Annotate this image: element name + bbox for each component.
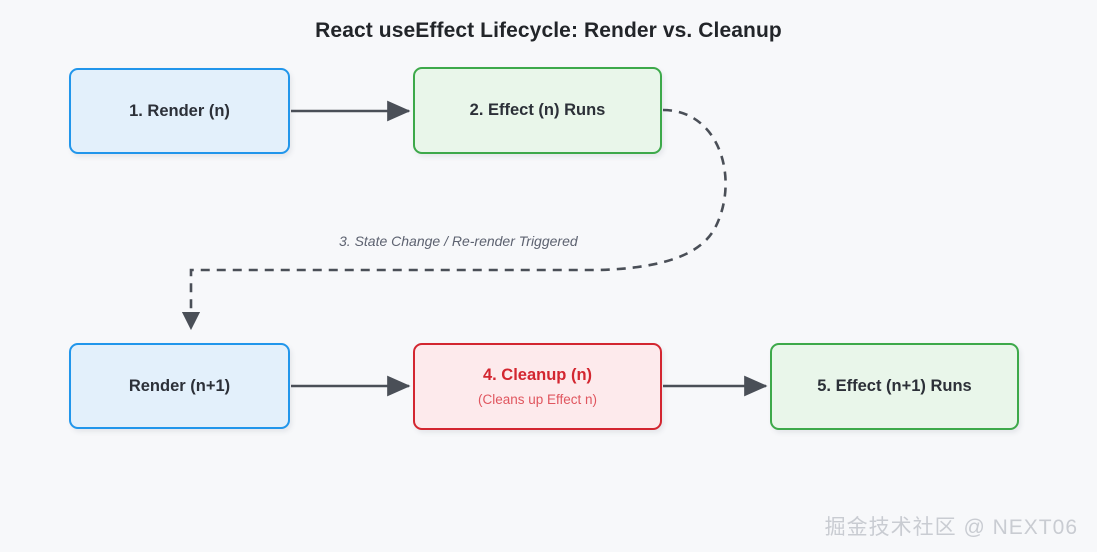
node-effect-n[interactable]: 2. Effect (n) Runs (413, 67, 662, 154)
node-render-n-plus-1[interactable]: Render (n+1) (69, 343, 290, 429)
node-render-n-plus-1-title: Render (n+1) (128, 376, 231, 395)
watermark: 掘金技术社区 @ NEXT06 (824, 516, 1078, 539)
node-cleanup-n[interactable]: 4. Cleanup (n) (Cleans up Effect n) (413, 343, 662, 430)
node-render-n[interactable]: 1. Render (n) (69, 68, 290, 154)
node-effect-n-title: 2. Effect (n) Runs (469, 101, 606, 120)
node-cleanup-n-title: 4. Cleanup (n) (482, 365, 593, 384)
node-effect-n-plus-1[interactable]: 5. Effect (n+1) Runs (770, 343, 1019, 430)
node-effect-n-plus-1-title: 5. Effect (n+1) Runs (817, 377, 972, 396)
node-render-n-title: 1. Render (n) (129, 101, 230, 120)
page-title: React useEffect Lifecycle: Render vs. Cl… (315, 19, 782, 42)
node-cleanup-n-subtitle: (Cleans up Effect n) (477, 391, 598, 407)
edge-label-state-change: 3. State Change / Re-render Triggered (339, 233, 578, 249)
